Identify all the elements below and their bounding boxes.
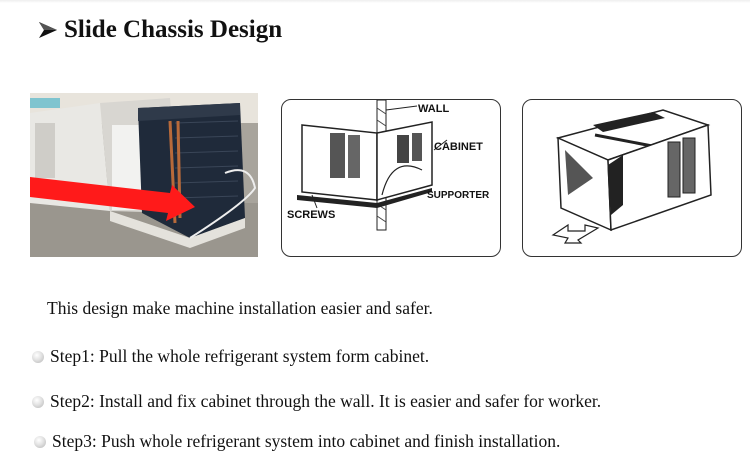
page-title: Slide Chassis Design: [38, 16, 282, 44]
intro-text: This design make machine installation ea…: [47, 298, 433, 318]
label-wall: WALL: [418, 103, 449, 115]
step-text: Step3: Push whole refrigerant system int…: [52, 431, 561, 451]
bullet-icon: [32, 395, 44, 408]
wall-installation-diagram: WALL CABINET SUPPORTER SCREWS: [281, 99, 501, 257]
step-item: Step1: Pull the whole refrigerant system…: [32, 346, 429, 367]
step-text: Step1: Pull the whole refrigerant system…: [50, 346, 430, 366]
bullet-icon: [34, 435, 46, 448]
ac-unit-photo: [30, 93, 258, 257]
top-divider: [0, 0, 750, 3]
label-cabinet: CABINET: [434, 141, 483, 153]
step-item: Step2: Install and fix cabinet through t…: [32, 391, 601, 412]
step-text: Step2: Install and fix cabinet through t…: [50, 391, 602, 411]
label-screws: SCREWS: [287, 209, 335, 221]
bullet-icon: [32, 350, 44, 363]
label-supporter: SUPPORTER: [427, 190, 490, 201]
step-item: Step3: Push whole refrigerant system int…: [34, 431, 560, 452]
title-text: Slide Chassis Design: [64, 16, 283, 43]
arrowhead-bullet-icon: [39, 22, 57, 38]
push-installation-diagram: [522, 99, 742, 257]
